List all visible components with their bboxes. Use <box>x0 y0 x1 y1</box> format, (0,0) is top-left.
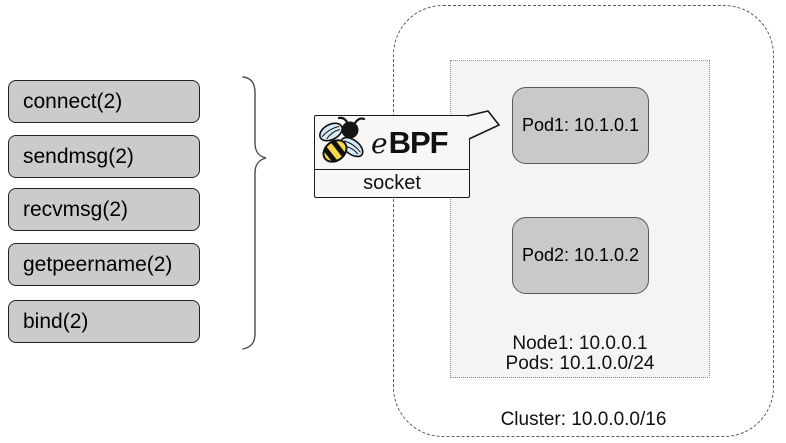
node-pod-subnet: Pods: 10.1.0.0/24 <box>505 353 655 374</box>
syscall-box-recvmsg: recvmsg(2) <box>8 188 200 231</box>
speech-tail-icon <box>466 110 501 140</box>
syscall-label: recvmsg(2) <box>23 197 129 221</box>
curly-brace-icon <box>242 76 267 350</box>
bee-icon <box>319 116 366 166</box>
socket-hook-label: socket <box>315 169 469 197</box>
syscall-label: bind(2) <box>23 309 89 333</box>
node-labels: Node1: 10.0.0.1 Pods: 10.1.0.0/24 <box>451 334 709 374</box>
pod-label: Pod1: 10.1.0.1 <box>521 115 640 135</box>
syscall-box-sendmsg: sendmsg(2) <box>8 135 200 178</box>
node-boundary: Pod1: 10.1.0.1 Pod2: 10.1.0.2 Node1: 10.… <box>450 60 710 378</box>
syscall-label: getpeername(2) <box>23 252 173 276</box>
syscall-label: connect(2) <box>23 89 123 113</box>
pod-box: Pod2: 10.1.0.2 <box>512 217 649 294</box>
ebpf-wordmark-e: e <box>371 127 388 160</box>
cluster-boundary: Pod1: 10.1.0.1 Pod2: 10.1.0.2 Node1: 10.… <box>393 5 774 437</box>
node-title: Node1: 10.0.0.1 <box>512 333 648 354</box>
syscall-box-connect: connect(2) <box>8 80 200 123</box>
ebpf-wordmark-bpf: BPF <box>388 125 449 160</box>
ebpf-logo: e BPF <box>315 116 469 169</box>
syscall-box-bind: bind(2) <box>8 300 200 343</box>
pod-label: Pod2: 10.1.0.2 <box>521 245 640 265</box>
ebpf-bubble: e BPF socket <box>314 115 470 198</box>
pod-box: Pod1: 10.1.0.1 <box>512 87 649 164</box>
cluster-label: Cluster: 10.0.0.0/16 <box>500 409 667 430</box>
syscall-box-getpeername: getpeername(2) <box>8 243 200 286</box>
syscall-label: sendmsg(2) <box>23 144 134 168</box>
ebpf-wordmark: e BPF <box>371 125 449 160</box>
